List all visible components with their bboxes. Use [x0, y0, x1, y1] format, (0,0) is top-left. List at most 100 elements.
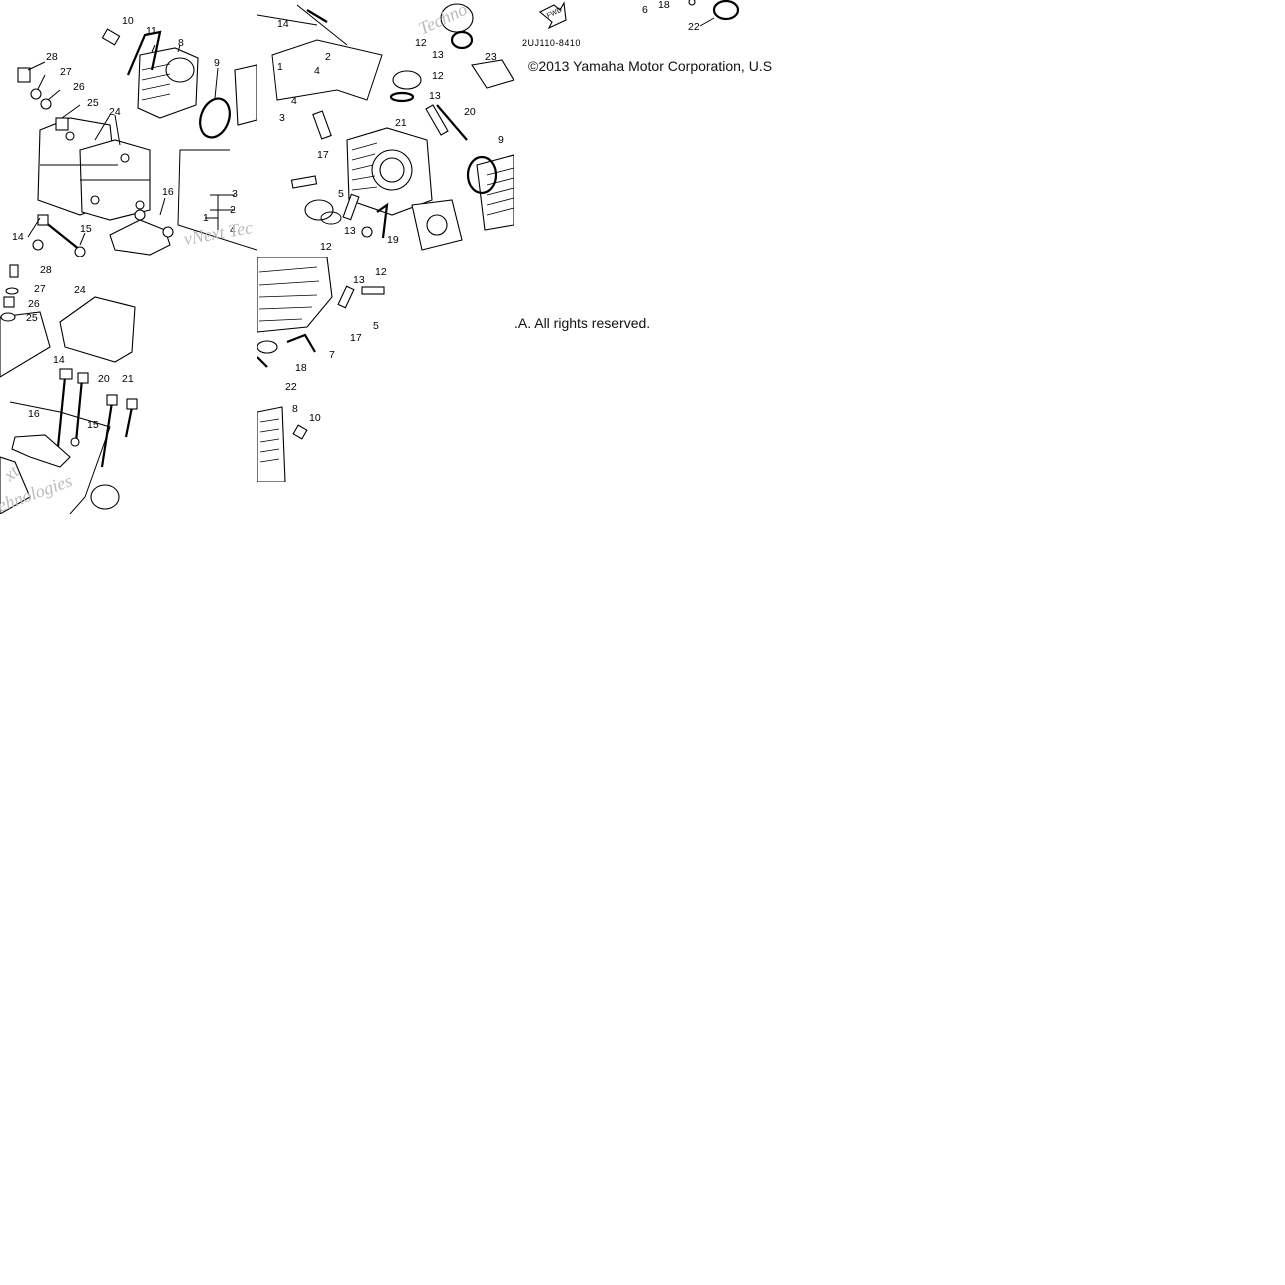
label-5: 5: [373, 320, 379, 332]
diagram-tile-top-left: 10 11 8 9 28 27 26 25 24 16 3 2 1 4 14 1…: [0, 0, 257, 257]
label-13: 13: [432, 49, 444, 61]
label-2: 2: [230, 204, 236, 216]
label-14: 14: [53, 354, 65, 366]
washer-27: [30, 88, 42, 100]
label-2: 2: [325, 51, 331, 63]
label-9: 9: [498, 134, 504, 146]
washer-27: [5, 287, 19, 295]
copyright-text-bottom: .A. All rights reserved.: [514, 315, 651, 331]
fitting-19: [361, 226, 373, 238]
label-20: 20: [98, 373, 110, 385]
washer-26: [3, 296, 15, 308]
label-26: 26: [28, 298, 40, 310]
label-1: 1: [277, 61, 283, 73]
exploded-view-bottom-middle: 13 12 17 5 7 18 22 8 10: [257, 257, 387, 482]
valve-cover-24: [59, 296, 136, 363]
label-4b: 4: [291, 95, 297, 107]
label-21: 21: [395, 117, 407, 129]
label-20: 20: [464, 106, 476, 118]
bolt-20: [436, 104, 468, 141]
copyright-text-top: ©2013 Yamaha Motor Corporation, U.S: [528, 58, 773, 74]
label-27: 27: [60, 66, 72, 78]
label-21: 21: [122, 373, 134, 385]
label-14: 14: [277, 18, 289, 30]
rocker-arm-16: [11, 434, 71, 468]
cylinder-head: [257, 257, 333, 333]
label-26: 26: [73, 81, 85, 93]
nut-25: [55, 117, 69, 131]
label-22: 22: [285, 381, 297, 393]
label-15: 15: [87, 419, 99, 431]
cap-12-top: [392, 70, 422, 90]
label-13b: 13: [429, 90, 441, 102]
o-ring-22: [257, 356, 268, 368]
bolt-14: [44, 221, 81, 251]
o-ring-22: [712, 0, 740, 21]
label-28: 28: [40, 264, 52, 276]
bolt-10: [101, 28, 121, 46]
label-17: 17: [350, 332, 362, 344]
label-4: 4: [230, 224, 236, 236]
diagram-code: 2UJ110-8410: [522, 38, 581, 48]
label-4: 4: [314, 65, 320, 77]
diagram-tile-top-right: FWD 2UJ110-8410 6 18 22: [514, 0, 771, 52]
diagram-tile-bottom-left: 28 24 27 26 25 14 20 21 16 15 ehnologies…: [0, 257, 257, 514]
o-ring-9: [199, 97, 231, 139]
label-3: 3: [279, 112, 285, 124]
o-ring-13: [389, 91, 415, 103]
label-18: 18: [295, 362, 307, 374]
label-12: 12: [375, 266, 387, 278]
diagram-tile-bottom-middle: 13 12 17 5 7 18 22 8 10: [257, 257, 387, 482]
washer-15: [70, 437, 80, 447]
pipe-7: [286, 333, 316, 353]
nut-25: [0, 312, 16, 322]
label-19: 19: [387, 234, 399, 246]
label-9: 9: [214, 57, 220, 69]
label-12b: 12: [432, 70, 444, 82]
exploded-view-top-middle: 14 12 13 2 1 4 12 13 4 3 21 20 17 9 5 13…: [257, 0, 514, 253]
exploded-view-top-right: FWD 2UJ110-8410 6 18 22: [522, 0, 740, 48]
label-13c: 13: [344, 225, 356, 237]
watermark: vNext Tec: [182, 217, 254, 249]
cylinder: [257, 406, 286, 482]
bolt-28: [17, 67, 31, 83]
label-1: 1: [203, 212, 209, 224]
stud-5: [361, 286, 385, 295]
bracket-11: [126, 30, 162, 76]
label-8: 8: [178, 37, 184, 49]
spark-plug-17: [312, 110, 332, 140]
label-10: 10: [309, 412, 321, 424]
label-15: 15: [80, 223, 92, 235]
label-16: 16: [162, 186, 174, 198]
label-5: 5: [338, 188, 344, 200]
label-8: 8: [292, 403, 298, 415]
label-25: 25: [26, 312, 38, 324]
bolt-14: [306, 9, 328, 23]
label-3: 3: [232, 188, 238, 200]
valve-guide-3: [290, 175, 318, 189]
label-18: 18: [658, 0, 670, 11]
label-25: 25: [87, 97, 99, 109]
label-7: 7: [329, 349, 335, 361]
exploded-view-top-left: 10 11 8 9 28 27 26 25 24 16 3 2 1 4 14 1…: [12, 15, 257, 257]
bolt-28: [9, 264, 19, 278]
label-13: 13: [353, 274, 365, 286]
label-27: 27: [34, 283, 46, 295]
label-28: 28: [46, 51, 58, 63]
label-16: 16: [28, 408, 40, 420]
exploded-view-bottom-left: 28 24 27 26 25 14 20 21 16 15 ehnologies…: [0, 264, 138, 514]
o-ring-13c: [320, 211, 342, 225]
diagram-tile-top-middle: 14 12 13 2 1 4 12 13 4 3 21 20 17 9 5 13…: [257, 0, 514, 257]
cap-12-bottom: [304, 199, 334, 221]
label-22: 22: [688, 21, 700, 33]
washer-26: [40, 98, 52, 110]
fwd-arrow: [539, 1, 567, 30]
o-ring-9: [466, 155, 498, 195]
rocker-arm-16: [109, 219, 171, 256]
label-17: 17: [317, 149, 329, 161]
housing-8: [137, 47, 199, 119]
label-12c: 12: [320, 241, 332, 253]
spark-plug-17: [337, 285, 355, 309]
label-10: 10: [122, 15, 134, 27]
